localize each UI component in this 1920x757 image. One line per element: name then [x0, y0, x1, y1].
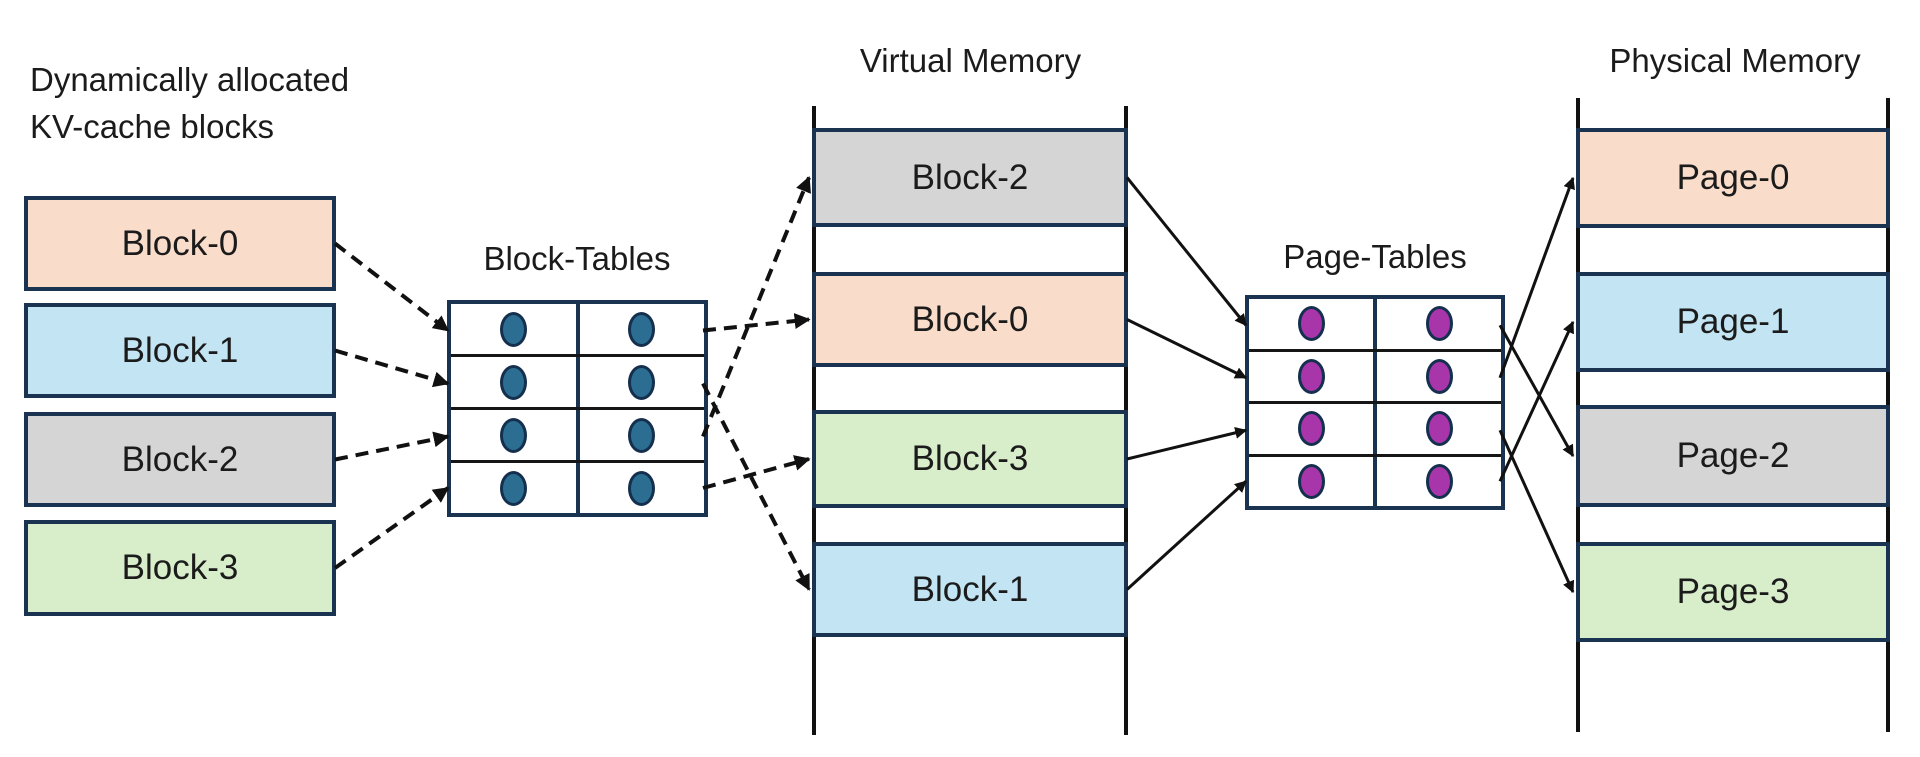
page-table-row-1 — [1249, 351, 1501, 404]
page-table-row-0 — [1249, 299, 1501, 352]
page-table-dot — [1297, 411, 1325, 447]
mapping-arrow — [702, 455, 811, 490]
page-table-dot — [1425, 463, 1453, 499]
mapping-arrow — [334, 431, 450, 462]
block-table-row-2 — [451, 410, 704, 463]
block-table-row-3 — [451, 463, 704, 513]
block-table — [447, 300, 708, 517]
page-table-dot — [1425, 358, 1453, 394]
kv-block-0: Block-0 — [24, 196, 336, 291]
block-table-dot — [628, 470, 656, 506]
kv-stack-caption: Dynamically allocated KV-cache blocks — [30, 56, 349, 150]
mapping-arrow — [1126, 426, 1248, 461]
kv-block-3: Block-3 — [24, 520, 336, 616]
virtual-memory-title: Virtual Memory — [859, 42, 1082, 79]
block-table-dot — [499, 417, 527, 453]
vm-slot-1: Block-0 — [812, 272, 1128, 367]
page-table-cell — [1377, 352, 1501, 402]
page-table-dot — [1425, 306, 1453, 342]
page-table-dot — [1297, 358, 1325, 394]
block-table-row-1 — [451, 357, 704, 410]
mapping-arrow — [1498, 429, 1575, 594]
mapping-arrow — [333, 486, 450, 570]
block-table-cell — [451, 410, 580, 460]
kv-block-2: Block-2 — [24, 412, 336, 507]
page-table-dot — [1297, 463, 1325, 499]
kv-stack-caption-line1: Dynamically allocated — [30, 61, 350, 98]
mapping-arrow — [701, 382, 811, 591]
vm-slot-0: Block-2 — [812, 128, 1128, 227]
block-table-dot — [499, 311, 527, 347]
block-table-cell — [580, 304, 705, 354]
pm-slot-3: Page-3 — [1576, 542, 1890, 642]
block-table-row-0 — [451, 304, 704, 357]
page-table-cell — [1249, 299, 1377, 349]
physical-memory-title: Physical Memory — [1609, 42, 1861, 79]
page-table-cell — [1377, 299, 1501, 349]
block-table-cell — [580, 463, 705, 513]
page-table-row-2 — [1249, 404, 1501, 457]
block-table-dot — [499, 364, 527, 400]
block-table-dot — [628, 311, 656, 347]
block-table-cell — [451, 463, 580, 513]
page-table-cell — [1377, 404, 1501, 454]
mapping-arrow — [1498, 320, 1575, 482]
mapping-arrow — [1498, 324, 1575, 458]
block-table-dot — [628, 364, 656, 400]
block-table-title: Block-Tables — [483, 240, 671, 277]
kv-stack-caption-line2: KV-cache blocks — [30, 108, 274, 145]
mapping-arrow — [1125, 480, 1248, 591]
mapping-arrow — [334, 348, 450, 388]
pm-slot-2: Page-2 — [1576, 405, 1890, 507]
block-table-cell — [451, 304, 580, 354]
block-table-cell — [580, 410, 705, 460]
block-table-dot — [499, 470, 527, 506]
page-table-cell — [1249, 456, 1377, 506]
page-table-cell — [1249, 351, 1377, 401]
pm-slot-0: Page-0 — [1576, 128, 1890, 228]
page-table-cell — [1249, 404, 1377, 454]
pm-slot-1: Page-1 — [1576, 272, 1890, 372]
mapping-arrow — [702, 313, 811, 333]
mapping-arrow — [701, 176, 811, 438]
page-table-row-3 — [1249, 456, 1501, 507]
kv-block-1: Block-1 — [24, 303, 336, 398]
block-table-cell — [451, 357, 580, 407]
vm-slot-2: Block-3 — [812, 410, 1128, 508]
mapping-arrow — [1125, 176, 1248, 327]
page-table-cell — [1377, 457, 1501, 507]
mapping-arrow — [1498, 176, 1575, 379]
mapping-arrow — [1126, 318, 1248, 380]
vm-slot-3: Block-1 — [812, 542, 1128, 637]
block-table-cell — [580, 357, 705, 407]
block-table-dot — [628, 417, 656, 453]
page-table-title: Page-Tables — [1283, 238, 1467, 275]
page-table-dot — [1425, 411, 1453, 447]
page-table-dot — [1297, 306, 1325, 342]
page-table — [1245, 295, 1505, 510]
